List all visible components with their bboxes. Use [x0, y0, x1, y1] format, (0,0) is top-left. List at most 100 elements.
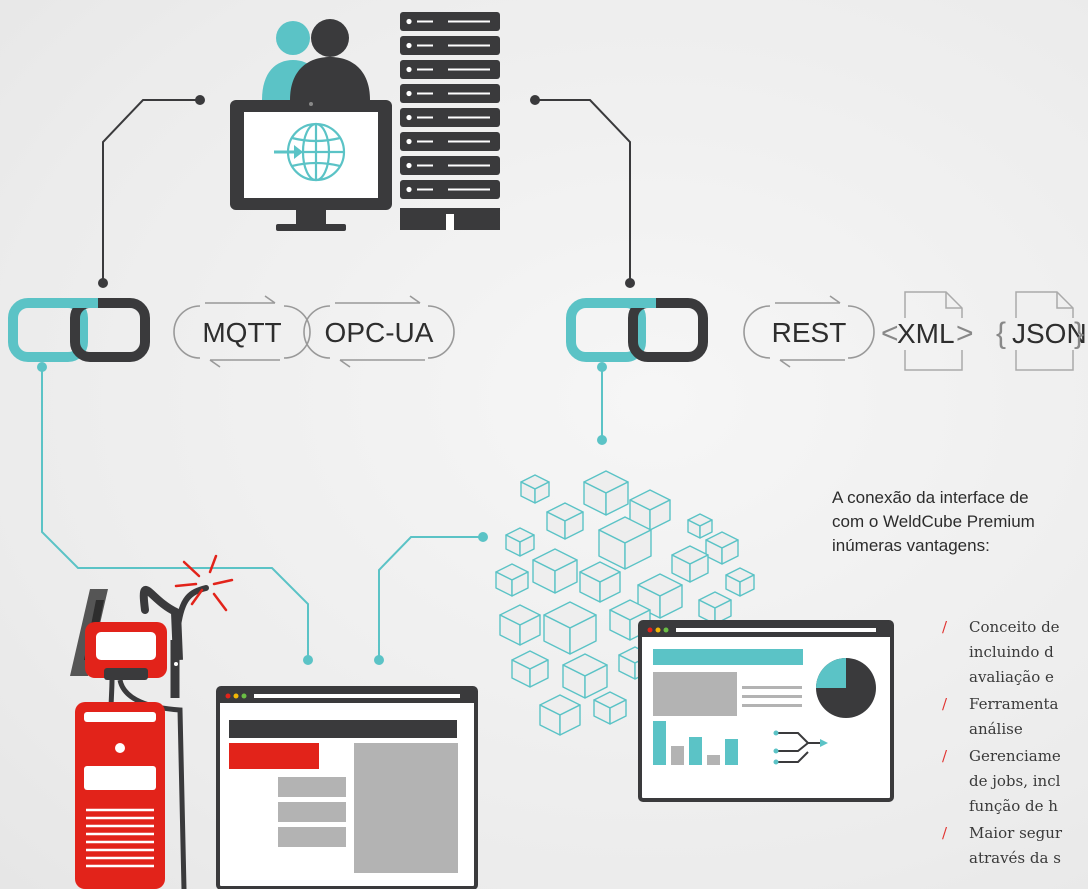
cube	[579, 561, 621, 603]
server-led	[406, 18, 412, 25]
benefit-line: Ferramenta	[969, 695, 1059, 713]
cube	[546, 502, 584, 540]
connector-top-left	[102, 99, 200, 283]
cube	[499, 604, 541, 646]
dot	[625, 278, 635, 288]
cube	[511, 650, 549, 688]
server-dots	[417, 188, 433, 191]
benefit-line: de jobs, incl	[969, 772, 1061, 790]
cube	[687, 513, 713, 539]
monitor-globe-icon	[230, 100, 392, 231]
cube	[725, 567, 755, 597]
dot	[374, 655, 384, 665]
server-slot	[448, 68, 490, 71]
slash-bullet-icon: /	[942, 695, 948, 713]
cube	[532, 548, 578, 594]
benefit-line: função de h	[969, 797, 1058, 815]
server-dots	[417, 92, 433, 95]
dot	[530, 95, 540, 105]
benefit-line: Maior segur	[969, 824, 1063, 842]
protocol-label-mqtt: MQTT	[202, 317, 281, 348]
benefit-item: / Ferramenta análise	[942, 692, 1088, 742]
server-led	[406, 162, 412, 169]
cube	[562, 653, 608, 699]
benefits-list: / Conceito de incluindo d avaliação e / …	[942, 615, 1088, 873]
cube	[520, 474, 550, 504]
dot	[303, 655, 313, 665]
benefit-line: Conceito de	[969, 618, 1060, 636]
server-slot	[448, 140, 490, 143]
protocol-pill-rest: REST	[743, 295, 875, 368]
format-label-xml: XML	[897, 318, 955, 349]
server-slot	[448, 188, 490, 191]
dot	[597, 435, 607, 445]
protocol-pill-mqtt: MQTT	[173, 295, 311, 368]
dot	[98, 278, 108, 288]
server-led	[406, 186, 412, 193]
server-dots	[417, 68, 433, 71]
cube	[583, 470, 629, 516]
connector-top-right	[535, 99, 631, 283]
cube	[671, 545, 709, 583]
slash-bullet-icon: /	[942, 824, 948, 842]
intro-text: A conexão da interface de com o WeldCube…	[832, 486, 1088, 558]
intro-line: inúmeras vantagens:	[832, 536, 990, 555]
server-slot	[448, 44, 490, 47]
cube	[495, 563, 529, 597]
cube	[598, 516, 652, 570]
benefit-line: avaliação e	[969, 668, 1054, 686]
dot	[195, 95, 205, 105]
xml-open-bracket: <	[881, 317, 899, 350]
benefit-item: / Gerenciame de jobs, incl função de h	[942, 744, 1088, 819]
protocol-pill-opcua: OPC-UA	[303, 295, 455, 368]
cube	[505, 527, 535, 557]
dot	[478, 532, 488, 542]
server-rack-icon	[400, 12, 500, 230]
users-icon	[262, 19, 370, 100]
server-led	[406, 138, 412, 145]
benefit-item: / Conceito de incluindo d avaliação e	[942, 615, 1088, 690]
dot	[37, 362, 47, 372]
server-led	[406, 90, 412, 97]
json-close-bracket: }	[1074, 317, 1084, 350]
server-slot	[448, 20, 490, 23]
connector-dots	[37, 95, 635, 665]
welding-machine-icon	[70, 554, 234, 889]
server-dots	[417, 116, 433, 119]
server-slot	[448, 92, 490, 95]
slash-bullet-icon: /	[942, 618, 948, 636]
server-led	[406, 42, 412, 49]
protocol-label-rest: REST	[772, 317, 847, 348]
browser-window-icon	[216, 686, 478, 889]
server-dots	[417, 140, 433, 143]
server-slot	[448, 164, 490, 167]
cube	[705, 531, 739, 565]
benefit-line: Gerenciame	[969, 747, 1061, 765]
xml-close-bracket: >	[956, 317, 974, 350]
server-dots	[417, 44, 433, 47]
slash-bullet-icon: /	[942, 747, 948, 765]
intro-line: com o WeldCube Premium	[832, 512, 1035, 531]
cube	[543, 601, 597, 655]
protocol-label-opcua: OPC-UA	[325, 317, 434, 348]
format-label-json: JSON	[1012, 318, 1087, 349]
connector-cubes-to-window	[378, 536, 483, 660]
cube	[698, 591, 732, 625]
document-icon-xml: < XML >	[881, 291, 974, 371]
server-led	[406, 66, 412, 73]
dot	[597, 362, 607, 372]
chain-link-icon-left	[8, 298, 150, 362]
cube	[593, 691, 627, 725]
connector-lines	[41, 99, 631, 660]
dashboard-window-icon	[638, 620, 894, 802]
connector-left-down	[41, 367, 309, 660]
cube	[539, 694, 581, 736]
chain-link-icon-right	[566, 298, 708, 362]
benefit-line: através da s	[969, 849, 1061, 867]
server-base-slot	[446, 214, 454, 230]
document-icon-json: { JSON }	[996, 291, 1087, 371]
json-open-bracket: {	[996, 317, 1006, 350]
server-dots	[417, 164, 433, 167]
benefit-item: / Maior segur através da s	[942, 821, 1088, 871]
